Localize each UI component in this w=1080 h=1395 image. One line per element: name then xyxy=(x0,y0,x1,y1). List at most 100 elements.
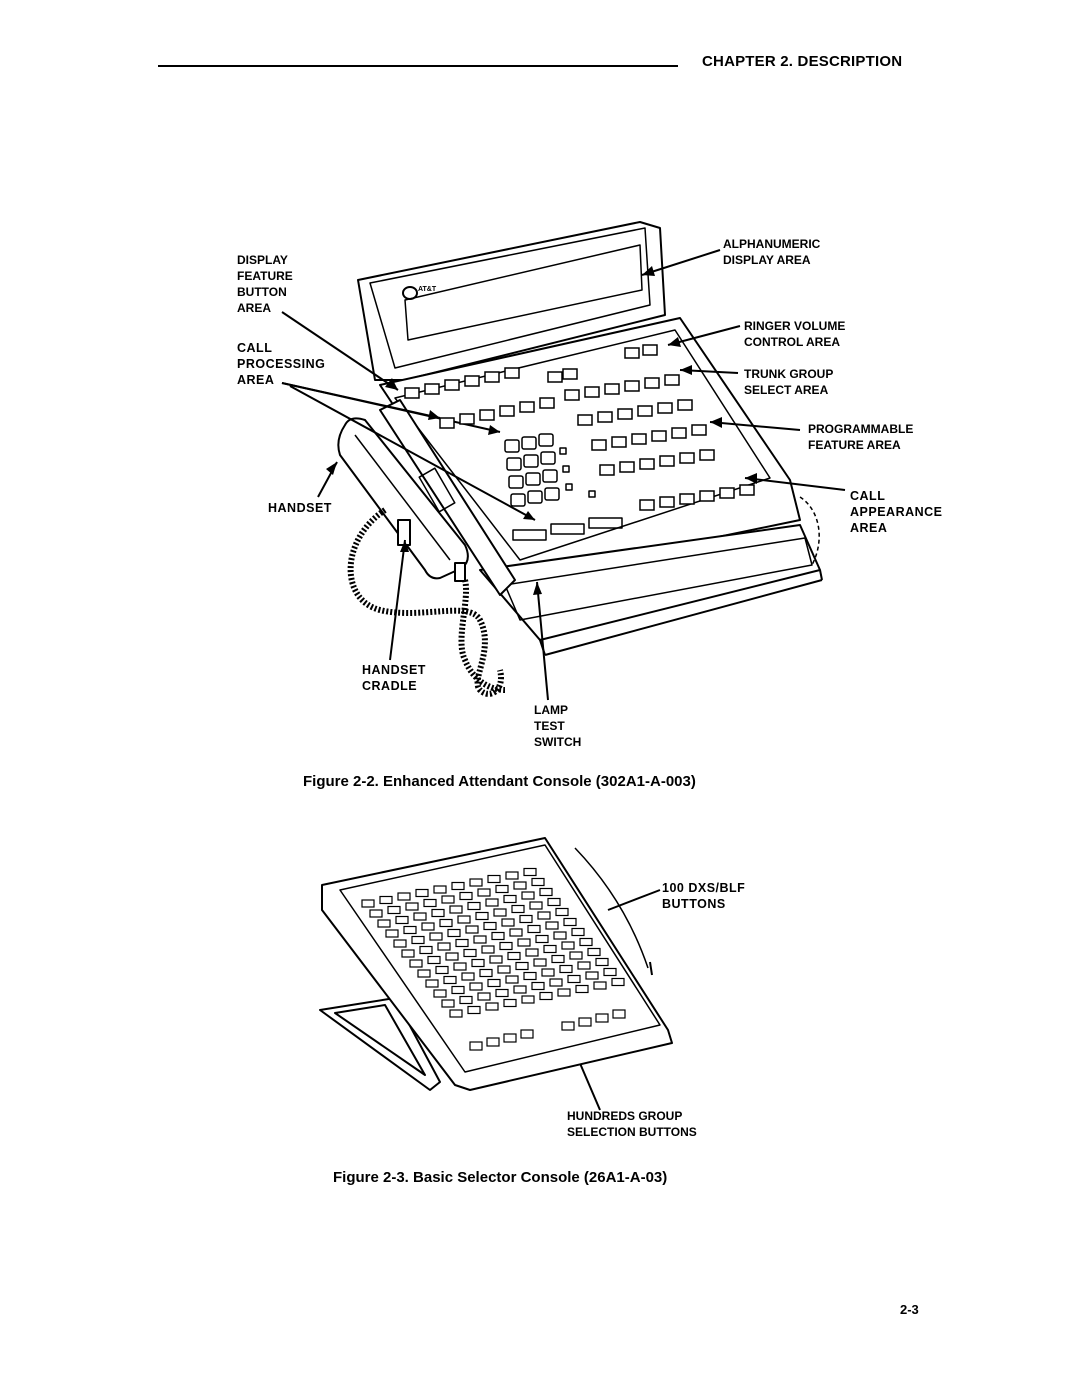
dxs-blf-key xyxy=(417,969,431,978)
dxs-blf-key xyxy=(509,928,523,937)
feature-key xyxy=(444,379,460,391)
dxs-blf-key xyxy=(415,888,429,898)
ringer-volume-label: RINGER VOLUME CONTROL AREA xyxy=(744,319,846,349)
dxs-blf-key xyxy=(545,921,559,930)
trunk-key xyxy=(637,405,653,417)
hundreds-key xyxy=(469,1041,483,1051)
dxs-blf-key xyxy=(479,968,493,978)
dxs-blf-key xyxy=(489,955,503,964)
dxs-blf-key xyxy=(527,924,541,934)
dxs-blf-key xyxy=(537,911,551,920)
dxs-blf-key xyxy=(485,898,499,907)
call-appearance-key xyxy=(659,496,675,508)
chapter-title: CHAPTER 2. DESCRIPTION xyxy=(702,53,903,70)
feature-key xyxy=(484,371,500,383)
dxs-blf-key xyxy=(401,949,415,958)
dxs-blf-key xyxy=(433,989,447,998)
call-appearance-key xyxy=(739,484,755,496)
dxs-blf-key xyxy=(369,909,383,918)
dxs-blf-key xyxy=(511,904,525,914)
display-feature-label: DISPLAY FEATURE BUTTON AREA xyxy=(237,253,293,315)
feature-key xyxy=(519,401,535,413)
dxs-blf-key xyxy=(443,975,457,985)
dxs-blf-key xyxy=(539,887,553,897)
dxs-blf-key xyxy=(435,965,449,975)
dxs-blf-key xyxy=(483,921,497,931)
dxs-blf-key xyxy=(579,937,593,947)
dxs-blf-key xyxy=(535,934,549,944)
dxs-blf-key xyxy=(423,898,437,908)
dxs-blf-key xyxy=(437,942,451,951)
dxs-blf-key xyxy=(487,978,501,988)
programmable-key xyxy=(639,458,655,470)
dxs-blf-key xyxy=(523,867,537,877)
dxs-blf-key xyxy=(409,959,423,968)
dxs-blf-key xyxy=(467,901,481,911)
feature-key xyxy=(547,371,563,383)
lamp-test-label: LAMP TEST SWITCH xyxy=(534,703,582,749)
trunk-key xyxy=(584,386,600,398)
dxs-blf-key xyxy=(529,901,543,910)
dxs-blf-key xyxy=(593,981,607,990)
feature-key xyxy=(499,405,515,417)
call-appearance-key xyxy=(639,499,655,511)
feature-key xyxy=(404,387,420,399)
programmable-label: PROGRAMMABLE FEATURE AREA xyxy=(808,422,914,452)
dxs-blf-key xyxy=(519,914,533,924)
feature-key xyxy=(464,375,480,387)
dxs-blf-key xyxy=(441,999,455,1008)
dxs-blf-key xyxy=(405,902,419,911)
call-appearance-key xyxy=(699,490,715,502)
dxs-blf-key xyxy=(571,927,585,937)
dxs-blf-key xyxy=(521,995,535,1004)
dxs-blf-key xyxy=(397,892,411,901)
dxs-blf-key xyxy=(453,962,467,971)
dxs-blf-key xyxy=(393,939,407,948)
dxs-blf-key xyxy=(447,928,461,938)
trunk-key xyxy=(624,380,640,392)
trunk-key xyxy=(617,408,633,420)
dxs-blf-label: 100 DXS/BLF BUTTONS xyxy=(662,881,746,911)
dxs-blf-key xyxy=(477,992,491,1001)
dxs-blf-key xyxy=(449,1009,463,1018)
dxs-blf-key xyxy=(451,881,465,891)
trunk-key xyxy=(657,402,673,414)
dxs-blf-key xyxy=(387,905,401,915)
figure-2-2-caption: Figure 2-2. Enhanced Attendant Console (… xyxy=(303,773,696,790)
dxs-blf-key xyxy=(455,938,469,948)
dxs-blf-key xyxy=(513,985,527,994)
hundreds-key xyxy=(503,1033,517,1043)
dxs-blf-key xyxy=(459,995,473,1005)
dxs-blf-key xyxy=(549,978,563,987)
page-number: 2-3 xyxy=(900,1302,919,1317)
trunk-key xyxy=(564,389,580,401)
dxs-blf-key xyxy=(495,988,509,998)
dxs-blf-key xyxy=(427,955,441,965)
dxs-blf-key xyxy=(603,967,617,977)
dxs-blf-key xyxy=(569,951,583,960)
programmable-key xyxy=(691,424,707,436)
trunk-key xyxy=(644,377,660,389)
dxs-blf-key xyxy=(445,952,459,961)
dxs-blf-key xyxy=(425,979,439,988)
dxs-blf-key xyxy=(611,977,625,987)
dxs-blf-key xyxy=(585,971,599,980)
dxs-blf-key xyxy=(429,932,443,941)
feature-key xyxy=(459,413,475,425)
dxs-blf-key xyxy=(517,938,531,947)
dxs-blf-key xyxy=(501,918,515,927)
dxs-blf-key xyxy=(449,905,463,914)
dxs-blf-key xyxy=(503,998,517,1008)
dxs-blf-key xyxy=(543,944,557,954)
dxs-blf-key xyxy=(531,981,545,991)
dxs-blf-key xyxy=(431,908,445,918)
figure-2-3-caption: Figure 2-3. Basic Selector Console (26A1… xyxy=(333,1169,668,1186)
dxs-blf-key xyxy=(525,948,539,957)
dxs-blf-key xyxy=(563,917,577,927)
dxs-blf-key xyxy=(559,964,573,974)
dxs-blf-key xyxy=(575,984,589,994)
programmable-key xyxy=(671,427,687,439)
programmable-key xyxy=(659,455,675,467)
dxs-blf-key xyxy=(481,945,495,954)
